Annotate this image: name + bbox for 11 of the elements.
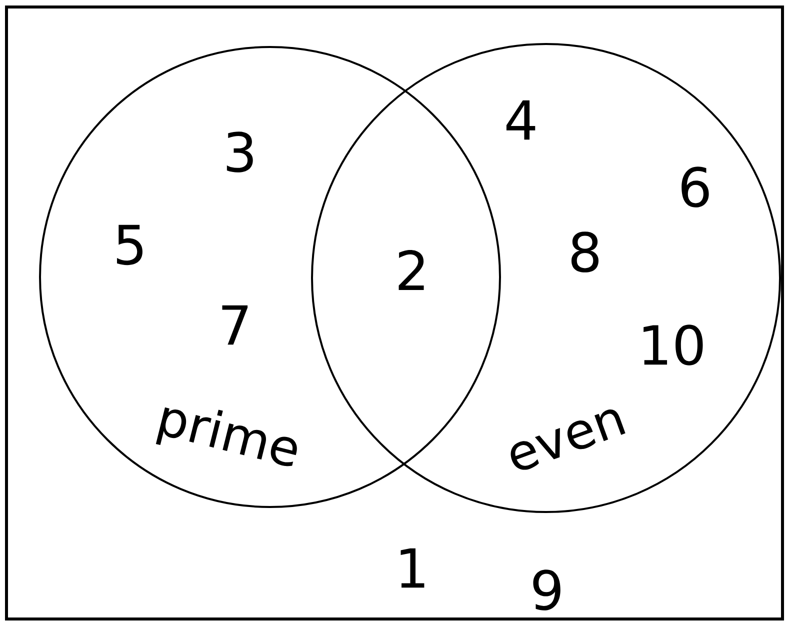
number-label: 1 [400,548,424,588]
number-label: 8 [572,232,598,272]
number-label: 4 [506,100,536,140]
number-label: 10 [644,324,703,366]
number-label: 7 [222,305,248,345]
frame-border [5,6,784,620]
number-label: 5 [117,224,142,266]
number-label: 9 [533,570,560,610]
number-label: 2 [398,250,424,290]
number-label: 3 [226,132,253,172]
number-label: 6 [682,166,709,208]
